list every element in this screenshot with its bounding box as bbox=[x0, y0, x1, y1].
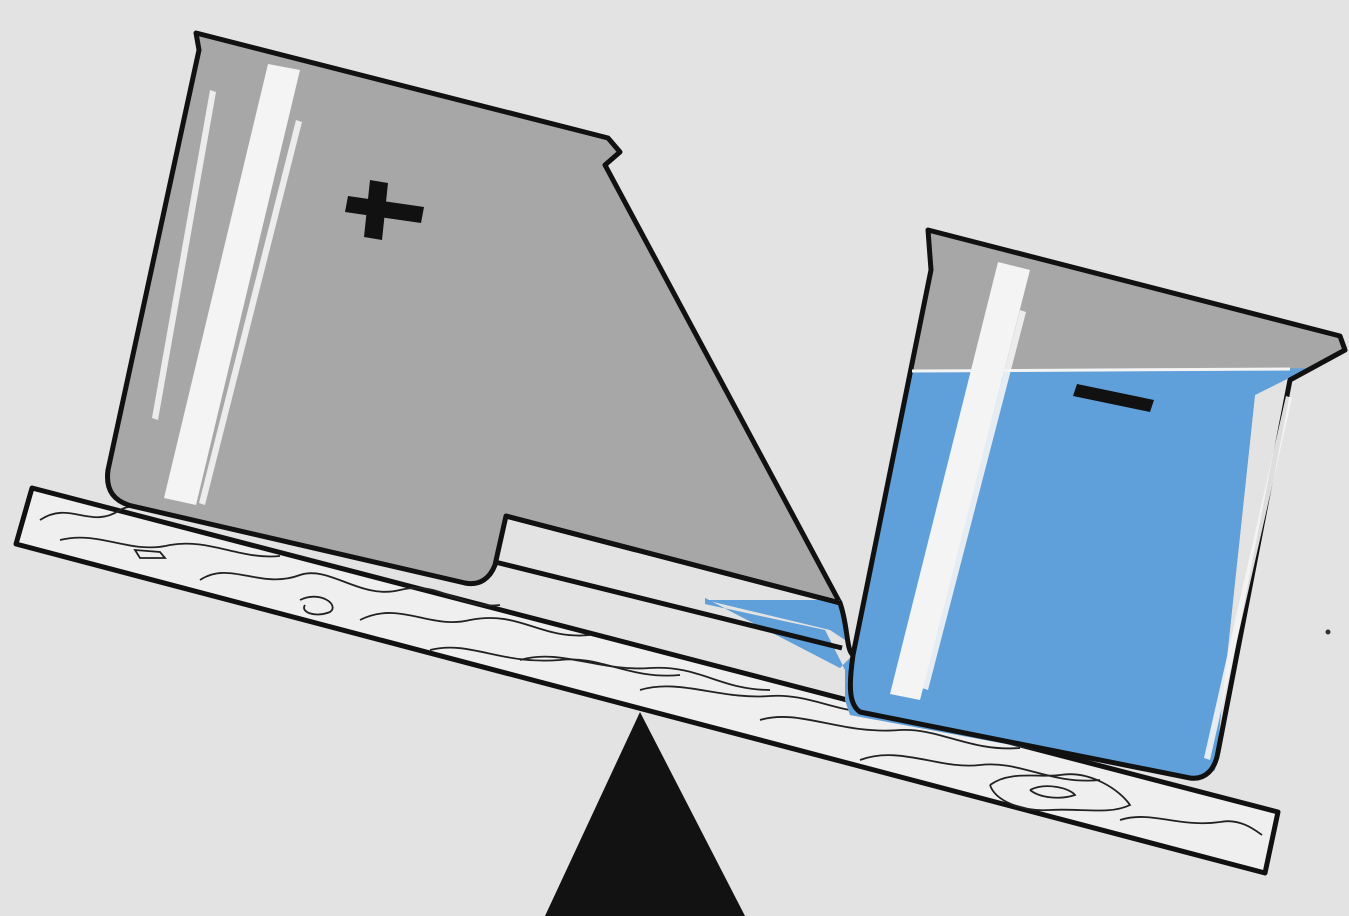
speck bbox=[1326, 630, 1331, 635]
